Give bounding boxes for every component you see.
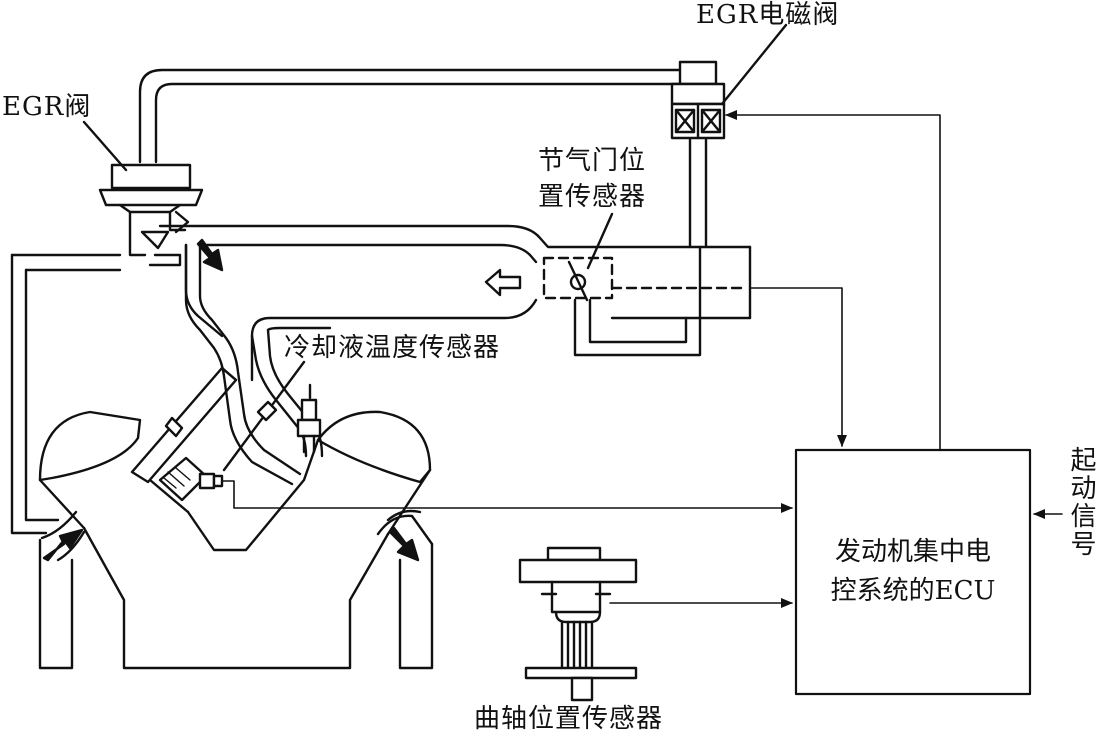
coolant-temp-sensor — [158, 456, 793, 513]
ecu-box — [794, 448, 1032, 696]
engine-block — [38, 366, 434, 670]
egr-solenoid-label: EGR电磁阀 — [696, 0, 840, 30]
solenoid-icon — [674, 108, 722, 134]
ecu-label-area: 发动机集中电控系统的ECU — [796, 450, 1030, 694]
intake-runners — [164, 243, 324, 486]
crank-sensor-label: 曲轴位置传感器 — [474, 704, 664, 734]
throttle-sensor-label-line1: 节气门位 — [538, 146, 647, 176]
signal-lines — [725, 110, 1063, 519]
throttle-sensor-label-line2: 置传感器 — [538, 182, 647, 212]
intake-flow-arrow — [484, 268, 522, 297]
egr-pipe — [10, 68, 708, 535]
exhaust-flow-arrow-left — [42, 528, 84, 562]
coolant-sensor-label: 冷却液温度传感器 — [284, 333, 501, 363]
knock-sensor — [296, 383, 322, 454]
crankshaft-sensor — [518, 546, 793, 702]
egr-valve-label: EGR阀 — [2, 92, 92, 122]
bypass-pipe — [573, 298, 702, 357]
egr-exhaust-flow-arrow — [196, 238, 224, 272]
start-signal-label: 起动信号 — [1066, 446, 1096, 558]
throttle-body — [542, 256, 747, 302]
exhaust-flow-arrow-right — [388, 526, 420, 562]
ecu-label: 发动机集中电控系统的ECU — [830, 537, 996, 606]
egr-valve — [98, 163, 204, 267]
egr-solenoid-valve — [670, 60, 726, 140]
